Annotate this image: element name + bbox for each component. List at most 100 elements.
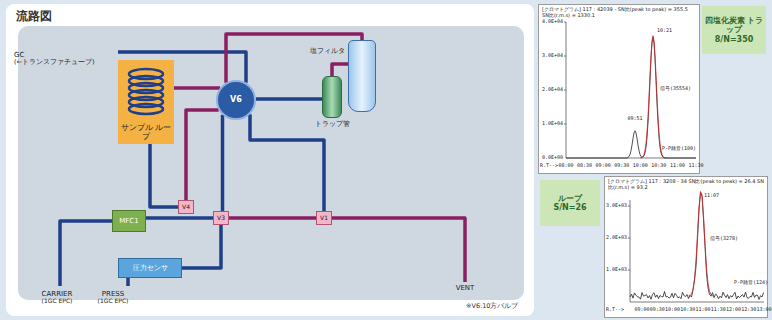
- result-tag: 四塩化炭素 トラップ8/N=350: [702, 6, 766, 54]
- node-label: MFC1: [119, 217, 138, 225]
- node-sublabel: S/N=26: [553, 203, 586, 212]
- node-sublabel: 8/N=350: [715, 35, 754, 44]
- inlet-port: CARRIER(1GC EPC): [28, 286, 86, 308]
- vent-port: VENT: [448, 282, 482, 294]
- axis-tick: 11:30: [688, 163, 703, 168]
- node-label: ループ: [558, 194, 582, 203]
- pipe: [250, 114, 324, 211]
- chromatogram-trace: [566, 37, 696, 158]
- peak-time: 09:51: [627, 116, 642, 121]
- ten-port-valve: V6: [216, 80, 256, 120]
- fit-curve: [640, 36, 666, 158]
- noise-value: P-P雑音(124): [734, 280, 768, 285]
- inlet-port: PRESS(1GC EPC): [88, 286, 138, 308]
- pipe: [332, 64, 348, 76]
- mass-flow-controller: MFC1: [112, 210, 146, 232]
- axis-tick: 12:00: [726, 307, 741, 312]
- trap-tube: トラップ管: [322, 76, 342, 118]
- signal-value: 信号(3278): [710, 236, 738, 241]
- signal-value: 信号(35554): [660, 86, 691, 91]
- flow-panel: 流路図GC(←トランスファチューブ)V6サンプル ループ塩フィルタトラップ管V4…: [6, 4, 534, 316]
- pipe: [126, 278, 130, 286]
- pipe: [186, 110, 219, 200]
- axis-tick: 12:30: [741, 307, 756, 312]
- chart-ground: [538, 4, 700, 174]
- pipe: [146, 216, 213, 220]
- axis-tick: 3.0E+03: [606, 203, 627, 208]
- pipe: [226, 34, 362, 83]
- axis-tick: 0.0E+00: [542, 155, 563, 160]
- result-tag: ループS/N=26: [540, 180, 600, 226]
- salt-filter: 塩フィルタ: [348, 40, 376, 112]
- node-label: 塩フィルタ: [310, 47, 345, 55]
- noise-value: P-P雑音(100): [662, 146, 696, 151]
- axis-tick: 10:00: [633, 163, 648, 168]
- axis-tick: 10:30: [651, 163, 666, 168]
- node-label: [クロマトグラム] 117 : 42039 - SN比(peak to peak…: [542, 7, 696, 19]
- node-label: V6: [230, 95, 242, 104]
- axis-tick: 3.0E+04: [542, 53, 563, 58]
- axis-tick: 08:30: [577, 163, 592, 168]
- axis-tick: 10:30: [680, 307, 695, 312]
- flow-panel: [6, 4, 534, 316]
- valve: V3: [213, 211, 229, 225]
- node-label: GC: [14, 51, 24, 59]
- axis-tick: 1.0E+04: [542, 121, 563, 126]
- axis-tick: 2.0E+04: [542, 87, 563, 92]
- node-label: CARRIER: [42, 290, 73, 298]
- sample-loop-fill: [118, 60, 174, 144]
- pressure-sensor: 圧力センサ: [118, 258, 182, 278]
- axis-tick: 1.0E+03: [606, 267, 627, 272]
- pipe: [174, 86, 220, 90]
- axis-tick: 10:00: [665, 307, 680, 312]
- pipe: [229, 216, 316, 220]
- footnote: ※V6:10方バルブ: [466, 303, 519, 310]
- coil: [129, 69, 163, 114]
- chart-ground: [604, 176, 768, 318]
- pipe: [256, 97, 322, 101]
- peak-time: 11:07: [704, 193, 719, 198]
- node-sublabel: (1GC EPC): [42, 298, 73, 305]
- peak-time: 10:21: [657, 28, 672, 33]
- pipe: [60, 221, 112, 286]
- axis-title: R.T-->: [606, 307, 624, 312]
- chart-frame: [クロマトグラム] 117 : 3208 - 34 SN比(peak to pe…: [604, 176, 768, 318]
- axis-tick: 09:00: [596, 163, 611, 168]
- axis-tick: 09:00: [634, 307, 649, 312]
- axis-title: R.T-->: [540, 163, 558, 168]
- axis-tick: 09:30: [650, 307, 665, 312]
- node-label: トラップ管: [315, 120, 350, 128]
- axis-tick: 13:00: [756, 307, 771, 312]
- node-label: 圧力センサ: [133, 264, 168, 272]
- pipe: [150, 144, 178, 207]
- pipe: [221, 115, 225, 211]
- node-label: V4: [182, 204, 190, 211]
- pipe: [332, 218, 465, 282]
- axis-tick: 11:30: [711, 307, 726, 312]
- node-label: VENT: [456, 284, 475, 292]
- gc-port: GC(←トランスファチューブ): [14, 46, 118, 72]
- node-label: [クロマトグラム] 117 : 3208 - 34 SN比(peak to pe…: [608, 179, 764, 191]
- node-label: 四塩化炭素 トラップ: [704, 16, 764, 34]
- axis-tick: 11:00: [695, 307, 710, 312]
- axis-tick: 2.0E+03: [606, 235, 627, 240]
- node-label: PRESS: [102, 290, 124, 298]
- axis-tick: 08:00: [558, 163, 573, 168]
- fit-curve: [689, 192, 715, 296]
- chart-axes: [564, 22, 764, 302]
- node-label: V1: [320, 215, 328, 222]
- node-sublabel: (←トランスファチューブ): [14, 59, 95, 66]
- pipe: [182, 225, 221, 268]
- node-label: V3: [217, 215, 225, 222]
- axis-tick: 11:00: [670, 163, 685, 168]
- axis-tick: 4.0E+04: [542, 19, 563, 24]
- valve: V1: [316, 211, 332, 225]
- node-label: サンプル ループ: [118, 123, 174, 141]
- sample-loop: サンプル ループ: [118, 60, 174, 144]
- axis-tick: 09:30: [614, 163, 629, 168]
- flow-area: [18, 26, 524, 300]
- valve: V4: [178, 200, 194, 214]
